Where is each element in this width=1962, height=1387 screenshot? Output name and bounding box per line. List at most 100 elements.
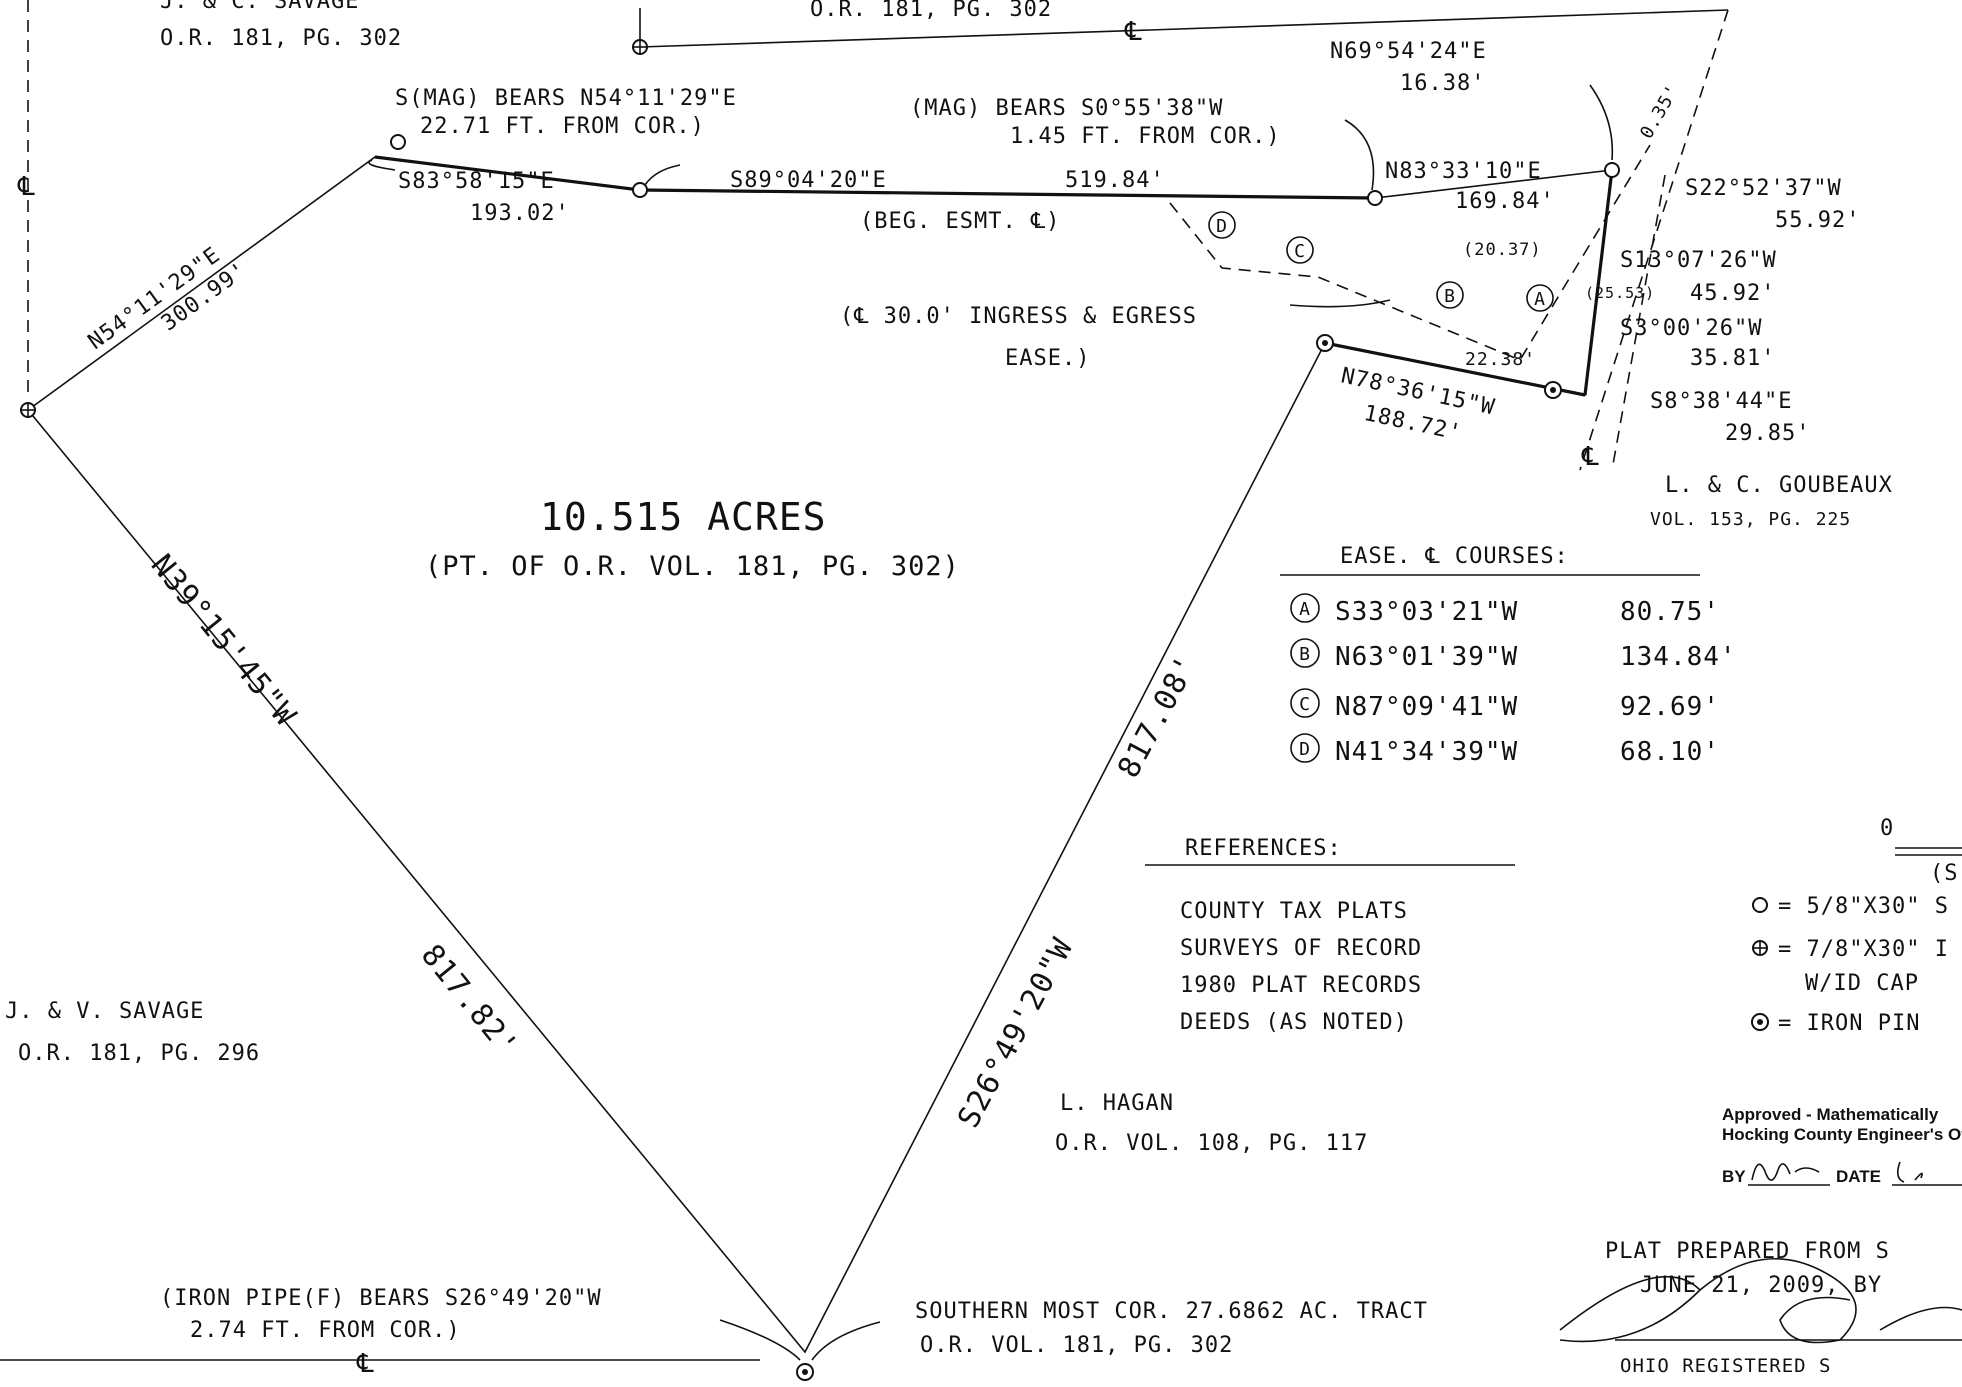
corner-pin-north1 — [632, 182, 648, 198]
approval-date-handwriting — [1896, 1161, 1923, 1183]
south-pin-note-1: (IRON PIPE(F) BEARS S26°49'20"W — [160, 1286, 602, 1311]
table-row-tag: C — [1299, 694, 1311, 715]
pointer-arrow-ne — [1589, 84, 1614, 161]
top-distance: 16.38' — [1400, 71, 1485, 96]
scale-subtitle: (S — [1930, 861, 1959, 886]
adjacent-east-owner: L. & C. GOUBEAUX — [1665, 473, 1893, 498]
centerline-symbol-top: ℄ — [1124, 17, 1143, 47]
owner-top-left-ref: O.R. 181, PG. 302 — [160, 26, 402, 51]
area-acres: 10.515 ACRES — [540, 495, 827, 539]
reference-item: SURVEYS OF RECORD — [1180, 936, 1422, 961]
approval-initials-signature — [1751, 1163, 1820, 1181]
legend-item-3: = IRON PIN — [1778, 1011, 1920, 1036]
svg-text:B: B — [1444, 286, 1456, 307]
table-row-bearing: N41°34'39"W — [1335, 737, 1518, 767]
legend-pin-icon — [1752, 897, 1768, 913]
adjacent-south-owner: L. HAGAN — [1060, 1091, 1174, 1116]
pointer-arrow-north1 — [644, 164, 681, 186]
north2-distance: 519.84' — [1065, 168, 1165, 193]
easement-note-2: EASE.) — [1005, 346, 1090, 371]
approval-line-1: Approved - Mathematically — [1722, 1105, 1939, 1124]
west-pin-note-1: S(MAG) BEARS N54°11'29"E — [395, 86, 737, 111]
prepared-line-3: OHIO REGISTERED S — [1620, 1355, 1831, 1377]
centerline-symbol-east: ℄ — [1581, 442, 1600, 472]
north1-bearing: S83°58'15"E — [398, 169, 555, 194]
pointer-arrow-south-r — [811, 1321, 881, 1361]
reference-item: 1980 PLAT RECORDS — [1180, 973, 1422, 998]
adjacent-west-ref: O.R. 181, PG. 296 — [18, 1041, 260, 1066]
west-pin-note-2: 22.71 FT. FROM COR.) — [420, 114, 705, 139]
corner-pin-north2 — [1367, 190, 1383, 206]
ne-bearing: N83°33'10"E — [1385, 159, 1542, 184]
ne-distance: 169.84' — [1455, 189, 1555, 214]
ramp-width: (20.37) — [1463, 240, 1542, 260]
adjacent-south-ref: O.R. VOL. 108, PG. 117 — [1055, 1131, 1368, 1156]
east3-bearing: S3°00'26"W — [1620, 316, 1762, 341]
prepared-line-1: PLAT PREPARED FROM S — [1605, 1239, 1890, 1264]
north-line-heavy-2 — [639, 188, 1376, 200]
east2-distance: 45.92' — [1690, 281, 1775, 306]
top-bearing: N69°54'24"E — [1330, 39, 1487, 64]
center-begin-label: (BEG. ESMT. ℄) — [860, 209, 1060, 234]
inner-line-heavy — [1324, 341, 1586, 397]
easement-note-1: (℄ 30.0' INGRESS & EGRESS — [840, 304, 1197, 329]
r35-label: 0.35' — [1636, 81, 1684, 143]
south-pin-note-2: 2.74 FT. FROM COR.) — [190, 1318, 461, 1343]
southeast-distance: 817.08' — [1111, 650, 1205, 784]
easement-table-title: EASE. ℄ COURSES: — [1340, 544, 1569, 569]
east4-bearing: S8°38'44"E — [1650, 389, 1792, 414]
references-title: REFERENCES: — [1185, 836, 1342, 861]
table-row-tag: D — [1299, 739, 1311, 760]
pointer-arrow-nw — [368, 159, 396, 171]
scale-zero: 0 — [1880, 816, 1894, 841]
table-row-bearing: S33°03'21"W — [1335, 597, 1518, 627]
north-pin-note-2: 1.45 FT. FROM COR.) — [1010, 124, 1281, 149]
north-line-heavy-1 — [374, 155, 641, 192]
east-line-heavy — [1583, 169, 1614, 396]
table-row-distance: 92.69' — [1620, 692, 1720, 722]
approval-by-label: BY — [1722, 1167, 1746, 1186]
table-row-bearing: N63°01'39"W — [1335, 642, 1518, 672]
adjacent-east-ref: VOL. 153, PG. 225 — [1650, 509, 1851, 530]
pointer-arrow-easement — [1289, 299, 1391, 308]
table-row-distance: 134.84' — [1620, 642, 1737, 672]
south-corner-note-2: O.R. VOL. 181, PG. 302 — [920, 1333, 1233, 1358]
north-pin-note-1: (MAG) BEARS S0°55'38"W — [910, 96, 1223, 121]
table-row-tag: B — [1299, 644, 1311, 665]
ramp-bit: 22.38' — [1465, 349, 1536, 370]
east-dashed-boundary-2 — [1611, 174, 1666, 471]
prepared-line-2: JUNE 21, 2009, BY — [1640, 1273, 1882, 1298]
corner-mag-nw — [390, 134, 406, 150]
svg-text:D: D — [1216, 216, 1228, 237]
adjacent-west-owner: J. & V. SAVAGE — [5, 999, 204, 1024]
centerline-symbol-bottom: ℄ — [356, 1349, 375, 1379]
south-corner-note-1: SOUTHERN MOST COR. 27.6862 AC. TRACT — [915, 1299, 1428, 1324]
area-reference: (PT. OF O.R. VOL. 181, PG. 302) — [425, 551, 960, 582]
approval-date-label: DATE — [1836, 1167, 1881, 1186]
ramp-width-2: (25.53) — [1585, 284, 1655, 302]
easement-table-rows: A S33°03'21"W 80.75' B N63°01'39"W 134.8… — [1290, 593, 1737, 767]
east3-distance: 35.81' — [1690, 346, 1775, 371]
table-row-bearing: N87°09'41"W — [1335, 692, 1518, 722]
southwest-bearing: N39°15'45"W — [144, 548, 303, 733]
pointer-arrow-north2 — [1344, 119, 1375, 191]
north2-bearing: S89°04'20"E — [730, 168, 887, 193]
reference-item: DEEDS (AS NOTED) — [1180, 1010, 1408, 1035]
table-row-tag: A — [1299, 599, 1311, 620]
approval-line-2: Hocking County Engineer's Office — [1722, 1125, 1962, 1144]
top-boundary-line — [639, 29, 1151, 48]
owner-top-center-ref: O.R. 181, PG. 302 — [810, 0, 1052, 22]
table-row-distance: 68.10' — [1620, 737, 1720, 767]
east1-distance: 55.92' — [1775, 208, 1860, 233]
surveyor-signature — [1559, 1258, 1962, 1344]
reference-item: COUNTY TAX PLATS — [1180, 899, 1408, 924]
top-boundary-line-2 — [1149, 9, 1729, 31]
svg-text:A: A — [1534, 289, 1546, 310]
east2-bearing: S13°07'26"W — [1620, 248, 1777, 273]
corner-pin-ne — [1604, 162, 1620, 178]
southwest-distance: 817.82' — [414, 938, 525, 1064]
east4-distance: 29.85' — [1725, 421, 1810, 446]
owner-top-left: J. & C. SAVAGE — [160, 0, 359, 14]
table-row-distance: 80.75' — [1620, 597, 1720, 627]
